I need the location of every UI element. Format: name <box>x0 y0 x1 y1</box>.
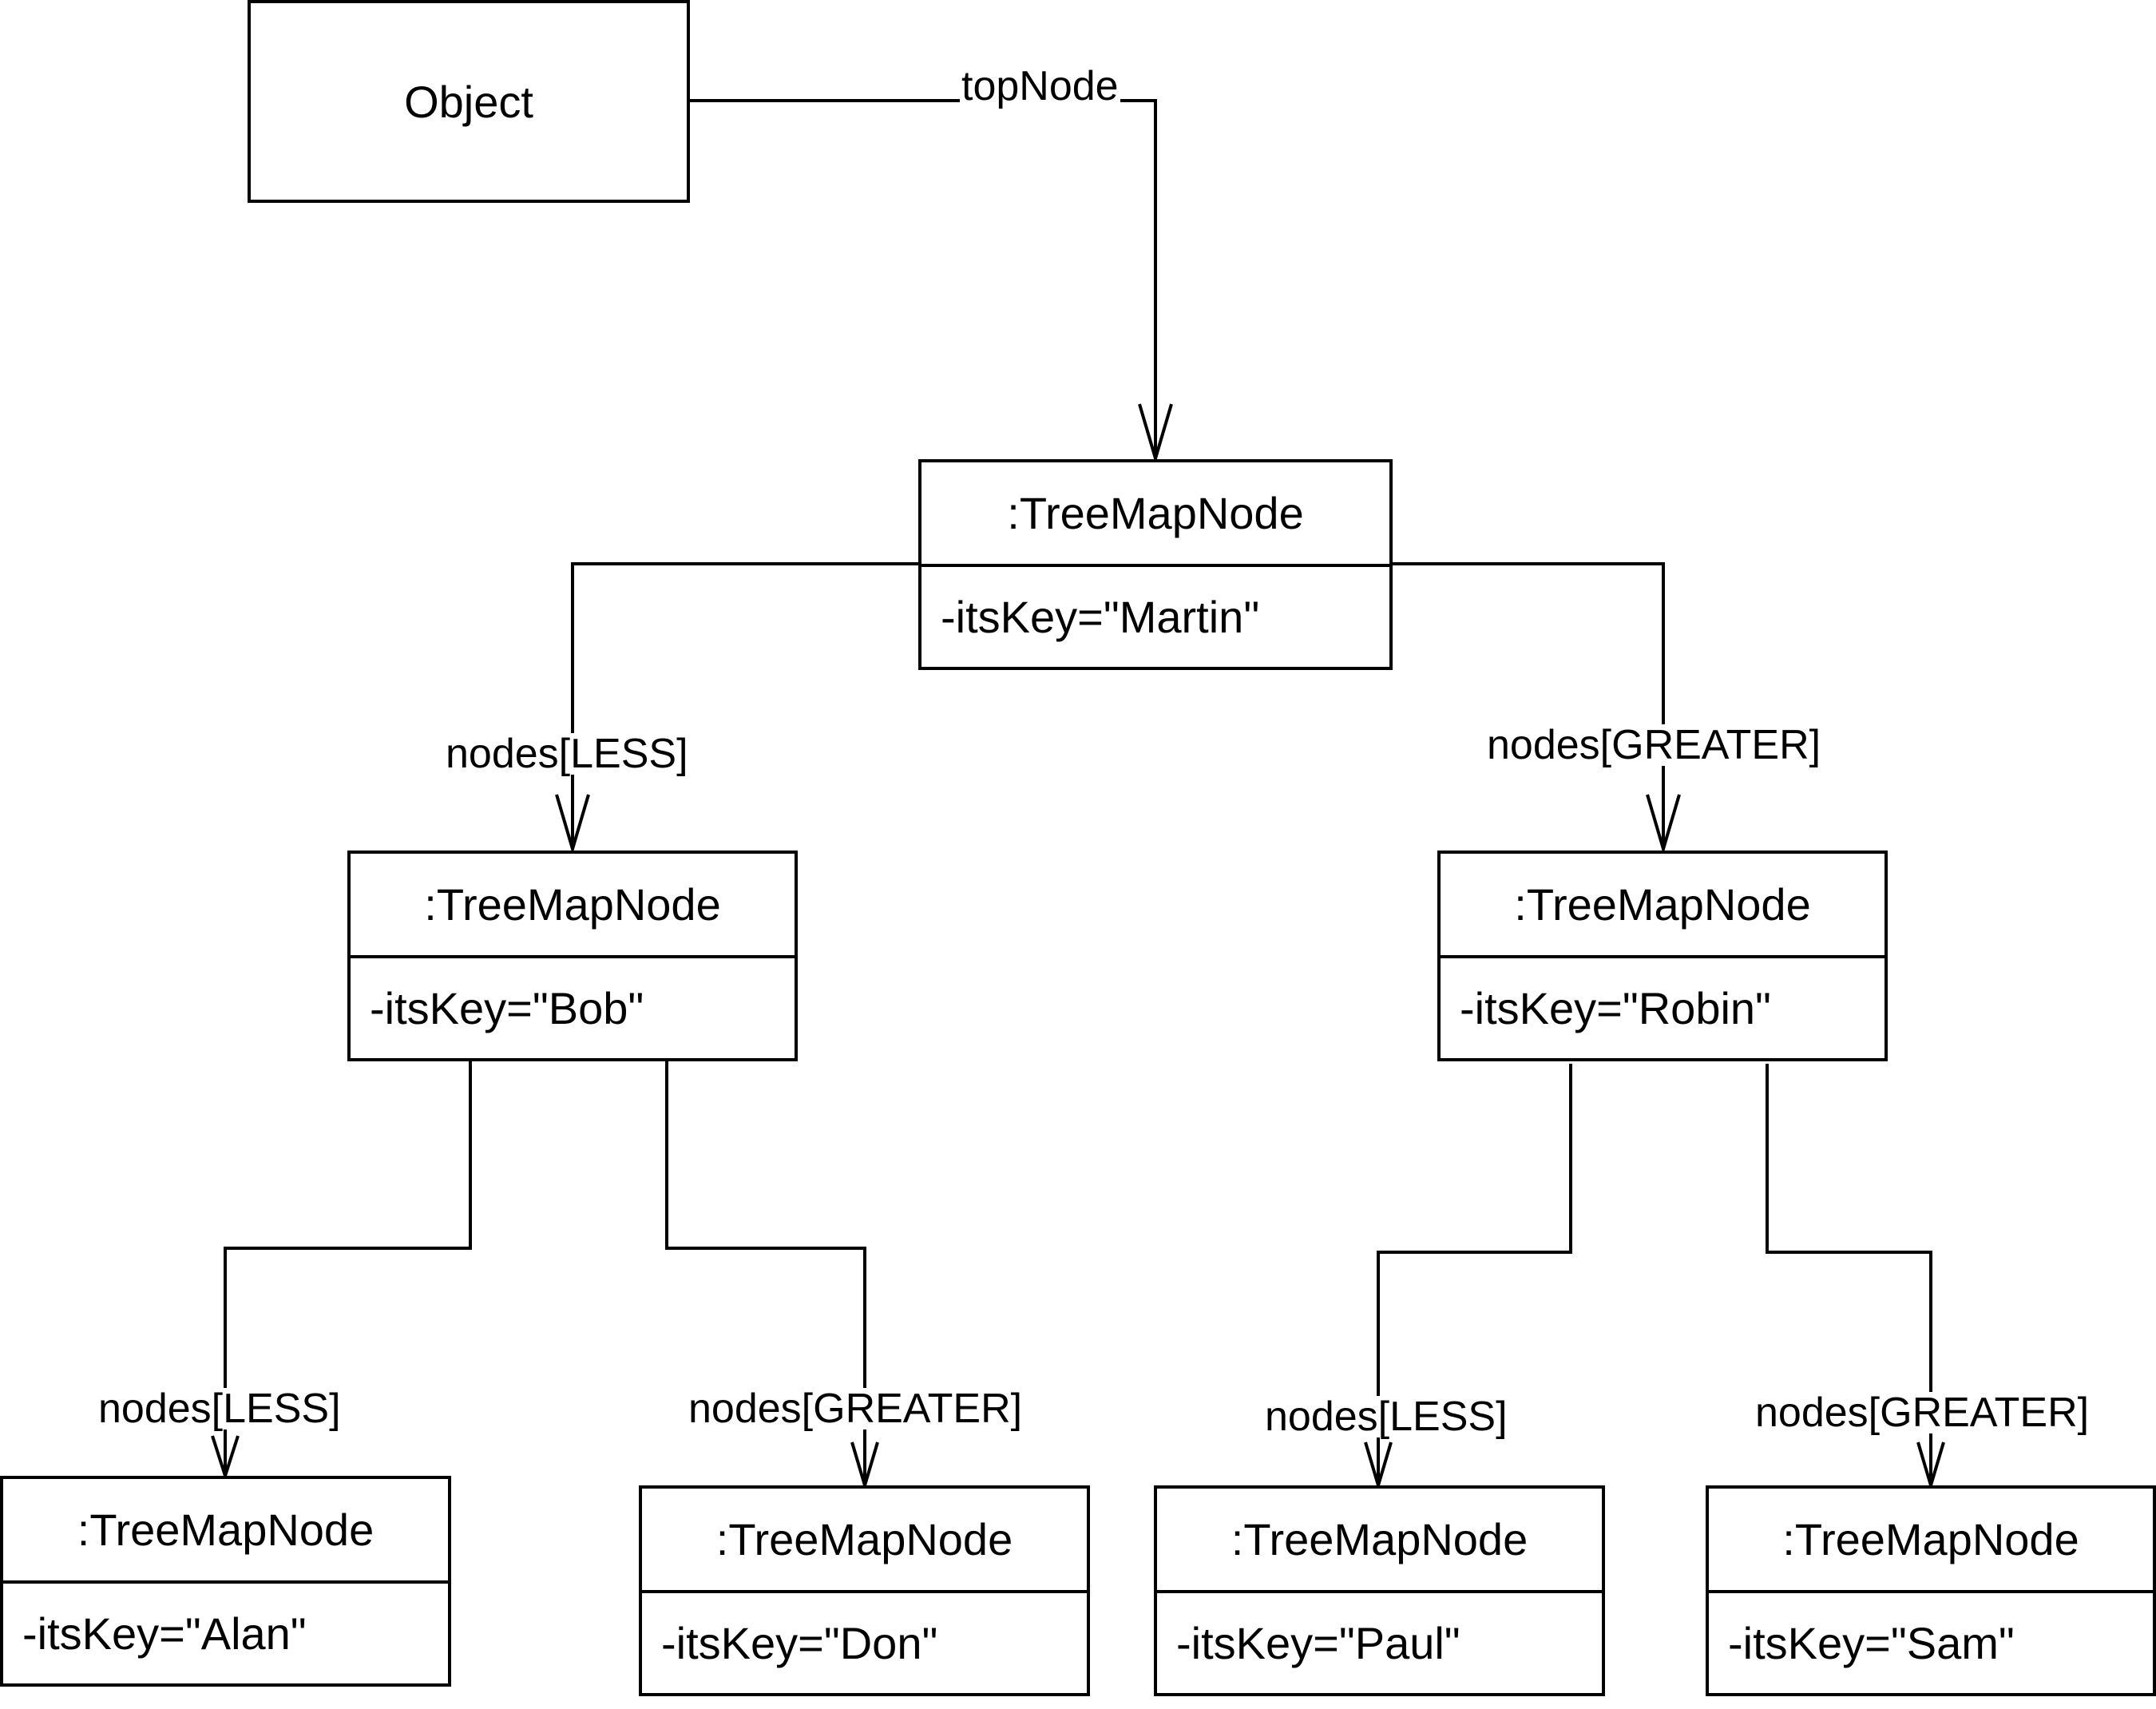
node-don: :TreeMapNode -itsKey="Don" <box>639 1485 1090 1696</box>
node-paul-type: :TreeMapNode <box>1157 1489 1602 1593</box>
node-don-key: -itsKey="Don" <box>661 1618 938 1668</box>
node-bob-type: :TreeMapNode <box>351 854 795 958</box>
node-paul-key: -itsKey="Paul" <box>1176 1618 1460 1668</box>
node-martin-type: :TreeMapNode <box>921 462 1389 567</box>
arrowhead-martin-greater <box>1646 794 1681 855</box>
connector-bob-less <box>224 1060 472 1476</box>
node-sam: :TreeMapNode -itsKey="Sam" <box>1706 1485 2156 1696</box>
connector-martin-less <box>571 562 920 849</box>
arrowhead-topnode <box>1138 403 1173 465</box>
connector-martin-greater <box>1392 562 1665 849</box>
connector-topnode <box>688 99 1157 458</box>
node-martin-key: -itsKey="Martin" <box>941 592 1260 642</box>
node-alan-type: :TreeMapNode <box>3 1479 448 1584</box>
connector-robin-greater <box>1766 1064 1932 1485</box>
node-sam-type: :TreeMapNode <box>1709 1489 2153 1593</box>
link-label-robin-greater: nodes[GREATER] <box>1754 1390 2091 1436</box>
connector-robin-less <box>1377 1064 1572 1485</box>
node-alan: :TreeMapNode -itsKey="Alan" <box>0 1476 451 1687</box>
node-martin: :TreeMapNode -itsKey="Martin" <box>918 459 1393 670</box>
node-robin-key: -itsKey="Robin" <box>1460 983 1771 1033</box>
link-label-robin-less: nodes[LESS] <box>1263 1394 1509 1440</box>
link-label-bob-greater: nodes[GREATER] <box>687 1386 1024 1432</box>
object-name: Object <box>404 76 533 127</box>
node-robin-type: :TreeMapNode <box>1441 854 1885 958</box>
object-box: Object <box>248 0 690 203</box>
node-don-type: :TreeMapNode <box>642 1489 1087 1593</box>
node-bob-key: -itsKey="Bob" <box>370 983 644 1033</box>
arrowhead-martin-less <box>555 794 590 855</box>
link-label-bob-less: nodes[LESS] <box>97 1386 343 1432</box>
node-bob: :TreeMapNode -itsKey="Bob" <box>347 851 798 1061</box>
node-robin: :TreeMapNode -itsKey="Robin" <box>1437 851 1888 1061</box>
connector-bob-greater <box>665 1060 866 1485</box>
node-alan-key: -itsKey="Alan" <box>22 1608 307 1659</box>
link-label-martin-greater: nodes[GREATER] <box>1485 722 1823 768</box>
node-sam-key: -itsKey="Sam" <box>1728 1618 2015 1668</box>
link-label-martin-less: nodes[LESS] <box>444 731 690 777</box>
link-label-topnode: topNode <box>960 63 1120 109</box>
node-paul: :TreeMapNode -itsKey="Paul" <box>1154 1485 1605 1696</box>
